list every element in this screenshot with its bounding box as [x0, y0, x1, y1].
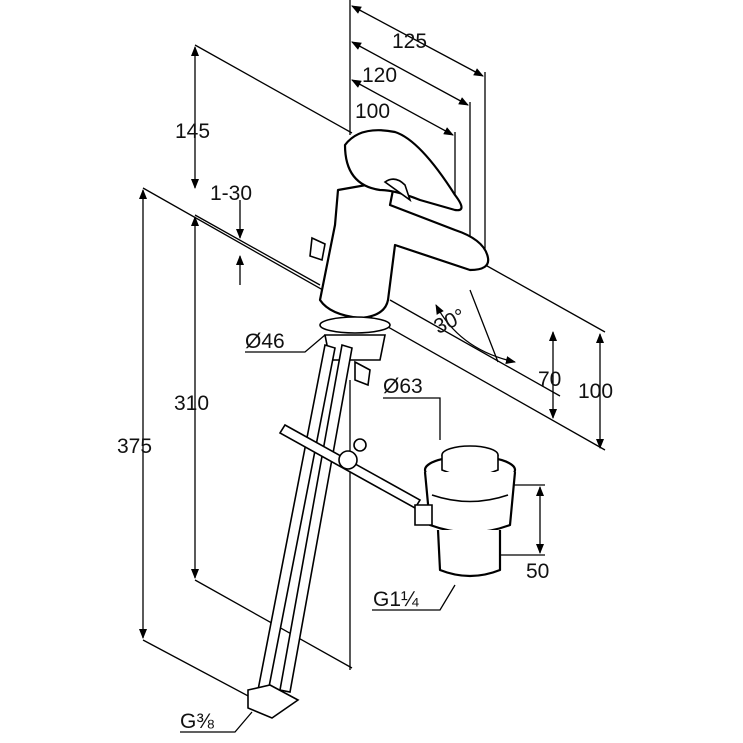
pop-up-rod	[309, 236, 326, 262]
label-100-right: 100	[578, 380, 613, 403]
label-dia-46: Ø46	[245, 330, 285, 353]
label-30-deg: 30°	[430, 304, 469, 338]
label-145: 145	[175, 120, 210, 143]
label-g3-8: G⅜	[180, 710, 214, 733]
faucet-body	[309, 129, 490, 387]
waste-valve	[414, 445, 517, 578]
dimension-labels: 125 120 100 145 1-30 Ø46 30° 70 100 310 …	[117, 30, 613, 733]
label-70: 70	[538, 368, 561, 391]
lever-handle	[343, 129, 463, 212]
base-flange	[319, 316, 391, 334]
supply-hoses	[247, 343, 422, 719]
label-310: 310	[174, 392, 209, 415]
hose-connector	[247, 684, 300, 719]
label-1-30: 1-30	[210, 182, 252, 205]
label-125: 125	[392, 30, 427, 53]
label-g1-1-4: G1¼	[373, 588, 419, 611]
label-120: 120	[362, 64, 397, 87]
label-dia-63: Ø63	[383, 375, 423, 398]
label-50: 50	[526, 560, 549, 583]
label-100-top: 100	[355, 100, 390, 123]
dimension-lines	[139, 5, 604, 733]
label-375: 375	[117, 435, 152, 458]
